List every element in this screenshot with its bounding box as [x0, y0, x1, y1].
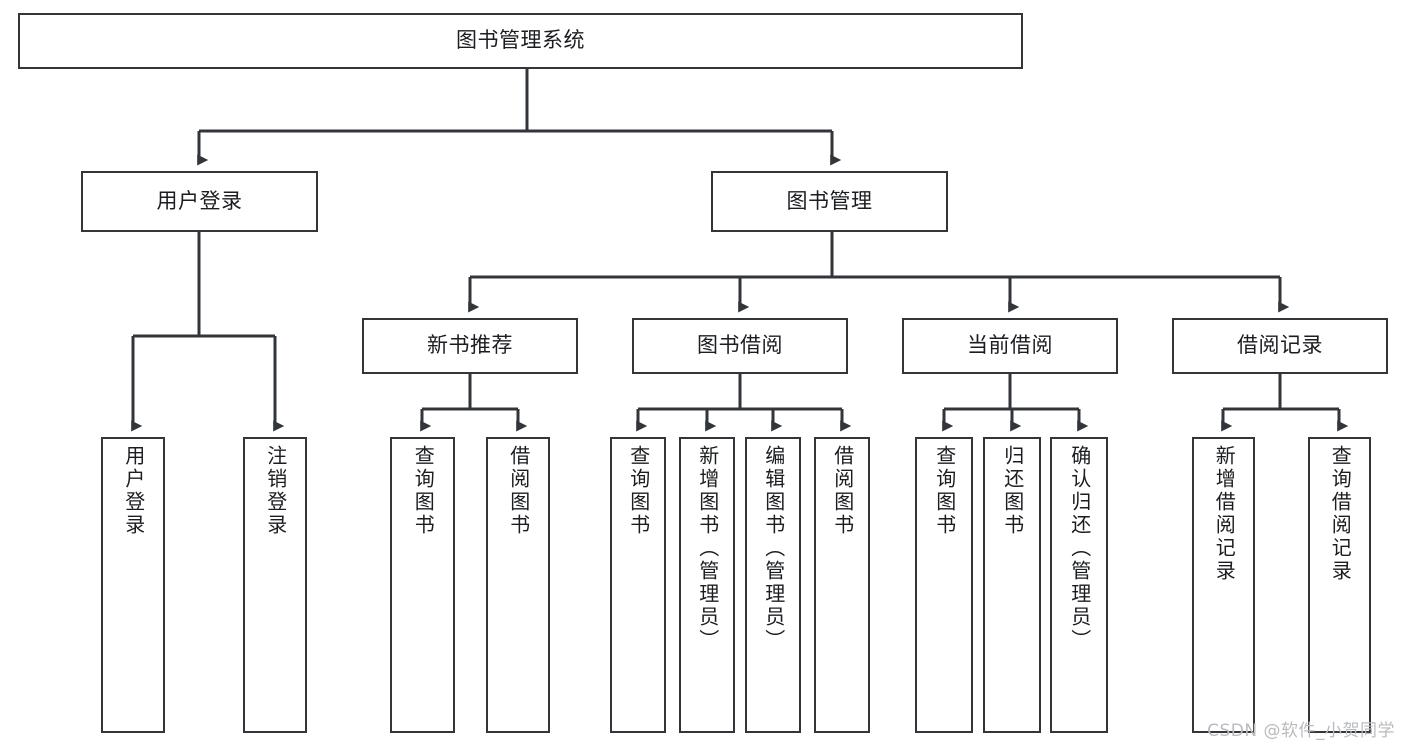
- node-leaf-add-book-admin[interactable]: 新增图书（管理员）: [679, 437, 735, 733]
- node-book-management-label: 图书管理: [786, 188, 873, 213]
- node-user-login-label: 用户登录: [156, 188, 243, 213]
- node-leaf-user-login[interactable]: 用户登录: [101, 437, 165, 733]
- node-leaf-borrow-book-1-label: 借阅图书: [506, 445, 531, 537]
- node-current-borrow-label: 当前借阅: [967, 333, 1053, 358]
- csdn-watermark: CSDN @软件_小贺同学: [1207, 721, 1395, 741]
- node-new-book-recommend[interactable]: 新书推荐: [362, 318, 578, 374]
- node-leaf-borrow-book-1[interactable]: 借阅图书: [486, 437, 550, 733]
- node-book-management[interactable]: 图书管理: [711, 171, 948, 232]
- node-leaf-borrow-book-2-label: 借阅图书: [830, 445, 855, 537]
- node-leaf-query-book-3-label: 查询图书: [932, 445, 957, 537]
- node-leaf-query-book-1[interactable]: 查询图书: [390, 437, 455, 733]
- node-leaf-user-logout-label: 注销登录: [263, 445, 288, 537]
- node-leaf-user-login-label: 用户登录: [121, 445, 146, 537]
- node-current-borrow[interactable]: 当前借阅: [902, 318, 1118, 374]
- node-leaf-query-book-2[interactable]: 查询图书: [610, 437, 666, 733]
- node-leaf-borrow-book-2[interactable]: 借阅图书: [814, 437, 870, 733]
- node-leaf-edit-book-admin[interactable]: 编辑图书（管理员）: [745, 437, 801, 733]
- node-leaf-return-book-label: 归还图书: [1000, 445, 1025, 537]
- node-user-login[interactable]: 用户登录: [81, 171, 318, 232]
- node-leaf-query-borrow-record-label: 查询借阅记录: [1328, 445, 1353, 583]
- node-leaf-confirm-return-admin[interactable]: 确认归还（管理员）: [1050, 437, 1108, 733]
- node-new-book-recommend-label: 新书推荐: [427, 333, 513, 358]
- node-root-system[interactable]: 图书管理系统: [18, 13, 1023, 69]
- node-leaf-edit-book-admin-label: 编辑图书（管理员）: [761, 445, 786, 652]
- node-leaf-query-book-2-label: 查询图书: [626, 445, 651, 537]
- node-leaf-confirm-return-admin-label: 确认归还（管理员）: [1067, 445, 1092, 652]
- node-leaf-return-book[interactable]: 归还图书: [983, 437, 1041, 733]
- node-borrow-records[interactable]: 借阅记录: [1172, 318, 1388, 374]
- node-leaf-query-book-1-label: 查询图书: [411, 445, 436, 537]
- node-borrow-records-label: 借阅记录: [1237, 333, 1323, 358]
- node-book-borrow[interactable]: 图书借阅: [632, 318, 848, 374]
- node-leaf-query-book-3[interactable]: 查询图书: [915, 437, 973, 733]
- node-leaf-add-book-admin-label: 新增图书（管理员）: [695, 445, 720, 652]
- node-leaf-user-logout[interactable]: 注销登录: [243, 437, 307, 733]
- node-leaf-add-borrow-record[interactable]: 新增借阅记录: [1192, 437, 1255, 733]
- node-leaf-query-borrow-record[interactable]: 查询借阅记录: [1308, 437, 1371, 733]
- node-root-label: 图书管理系统: [456, 28, 585, 53]
- node-leaf-add-borrow-record-label: 新增借阅记录: [1212, 445, 1237, 583]
- node-book-borrow-label: 图书借阅: [697, 333, 783, 358]
